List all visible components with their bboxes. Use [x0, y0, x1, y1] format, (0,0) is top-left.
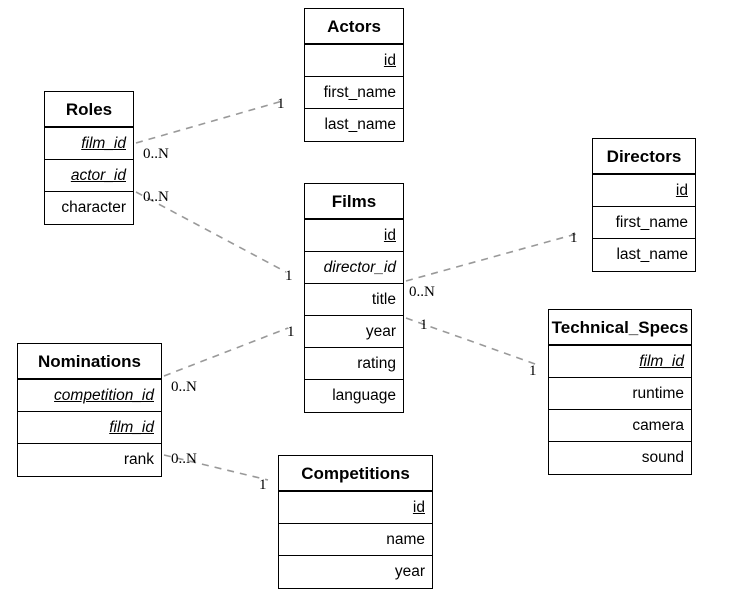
attribute-label: competition_id [54, 387, 154, 404]
cardinality-label: 1 [285, 268, 293, 284]
cardinality-label: 1 [277, 96, 285, 112]
attribute-label: director_id [323, 259, 396, 276]
entity-title: Roles [45, 92, 133, 128]
attribute-label: year [394, 563, 425, 580]
attribute-label: rank [123, 451, 154, 468]
attribute-row[interactable]: competition_id [18, 380, 161, 412]
entity-title: Actors [305, 9, 403, 45]
attribute-row[interactable]: rank [18, 444, 161, 476]
attribute-row[interactable]: director_id [305, 252, 403, 284]
attribute-row[interactable]: first_name [593, 207, 695, 239]
attribute-row[interactable]: film_id [549, 346, 691, 378]
attribute-row[interactable]: id [305, 45, 403, 77]
attribute-label: film_id [109, 419, 154, 436]
attribute-row[interactable]: actor_id [45, 160, 133, 192]
attribute-label: film_id [639, 353, 684, 370]
attribute-row[interactable]: first_name [305, 77, 403, 109]
attribute-label: name [386, 531, 425, 548]
attribute-label: film_id [81, 135, 126, 152]
attribute-row[interactable]: year [279, 556, 432, 588]
attribute-row[interactable]: last_name [305, 109, 403, 141]
attribute-label: id [383, 227, 396, 244]
attribute-row[interactable]: sound [549, 442, 691, 474]
attribute-label: id [412, 499, 425, 516]
attribute-row[interactable]: id [305, 220, 403, 252]
attribute-row[interactable]: rating [305, 348, 403, 380]
attribute-row[interactable]: runtime [549, 378, 691, 410]
attribute-label: camera [632, 417, 684, 434]
attribute-row[interactable]: character [45, 192, 133, 224]
entity-competitions[interactable]: Competitions id name year [278, 455, 433, 589]
attribute-label: sound [641, 449, 684, 466]
attribute-label: last_name [616, 246, 688, 263]
attribute-label: year [365, 323, 396, 340]
attribute-label: first_name [323, 84, 396, 101]
attribute-label: first_name [615, 214, 688, 231]
attribute-label: id [383, 52, 396, 69]
cardinality-label: 1 [570, 230, 578, 246]
attribute-label: character [61, 199, 126, 216]
entity-title: Directors [593, 139, 695, 175]
attribute-row[interactable]: year [305, 316, 403, 348]
relationship-line [135, 99, 287, 144]
attribute-row[interactable]: film_id [18, 412, 161, 444]
cardinality-label: 0..N [171, 379, 197, 395]
attribute-row[interactable]: film_id [45, 128, 133, 160]
cardinality-label: 1 [259, 477, 267, 493]
attribute-label: runtime [632, 385, 684, 402]
attribute-label: title [371, 291, 396, 308]
attribute-row[interactable]: language [305, 380, 403, 412]
attribute-row[interactable]: name [279, 524, 432, 556]
cardinality-label: 1 [420, 317, 428, 333]
attribute-label: rating [357, 355, 396, 372]
relationship-line [405, 233, 577, 282]
cardinality-label: 0..N [143, 146, 169, 162]
entity-title: Nominations [18, 344, 161, 380]
entity-title: Films [305, 184, 403, 220]
entity-directors[interactable]: Directors id first_name last_name [592, 138, 696, 272]
cardinality-label: 0..N [143, 189, 169, 205]
attribute-label: actor_id [70, 167, 126, 184]
relationship-line [163, 327, 289, 377]
attribute-label: id [675, 182, 688, 199]
attribute-row[interactable]: camera [549, 410, 691, 442]
cardinality-label: 1 [529, 363, 537, 379]
entity-title: Competitions [279, 456, 432, 492]
attribute-label: last_name [324, 116, 396, 133]
cardinality-label: 1 [287, 324, 295, 340]
entity-roles[interactable]: Roles film_id actor_id character [44, 91, 134, 225]
attribute-row[interactable]: last_name [593, 239, 695, 271]
entity-title: Technical_Specs [549, 310, 691, 346]
attribute-row[interactable]: id [593, 175, 695, 207]
attribute-row[interactable]: id [279, 492, 432, 524]
attribute-row[interactable]: title [305, 284, 403, 316]
cardinality-label: 0..N [171, 451, 197, 467]
attribute-label: language [332, 387, 396, 404]
cardinality-label: 0..N [409, 284, 435, 300]
entity-actors[interactable]: Actors id first_name last_name [304, 8, 404, 142]
